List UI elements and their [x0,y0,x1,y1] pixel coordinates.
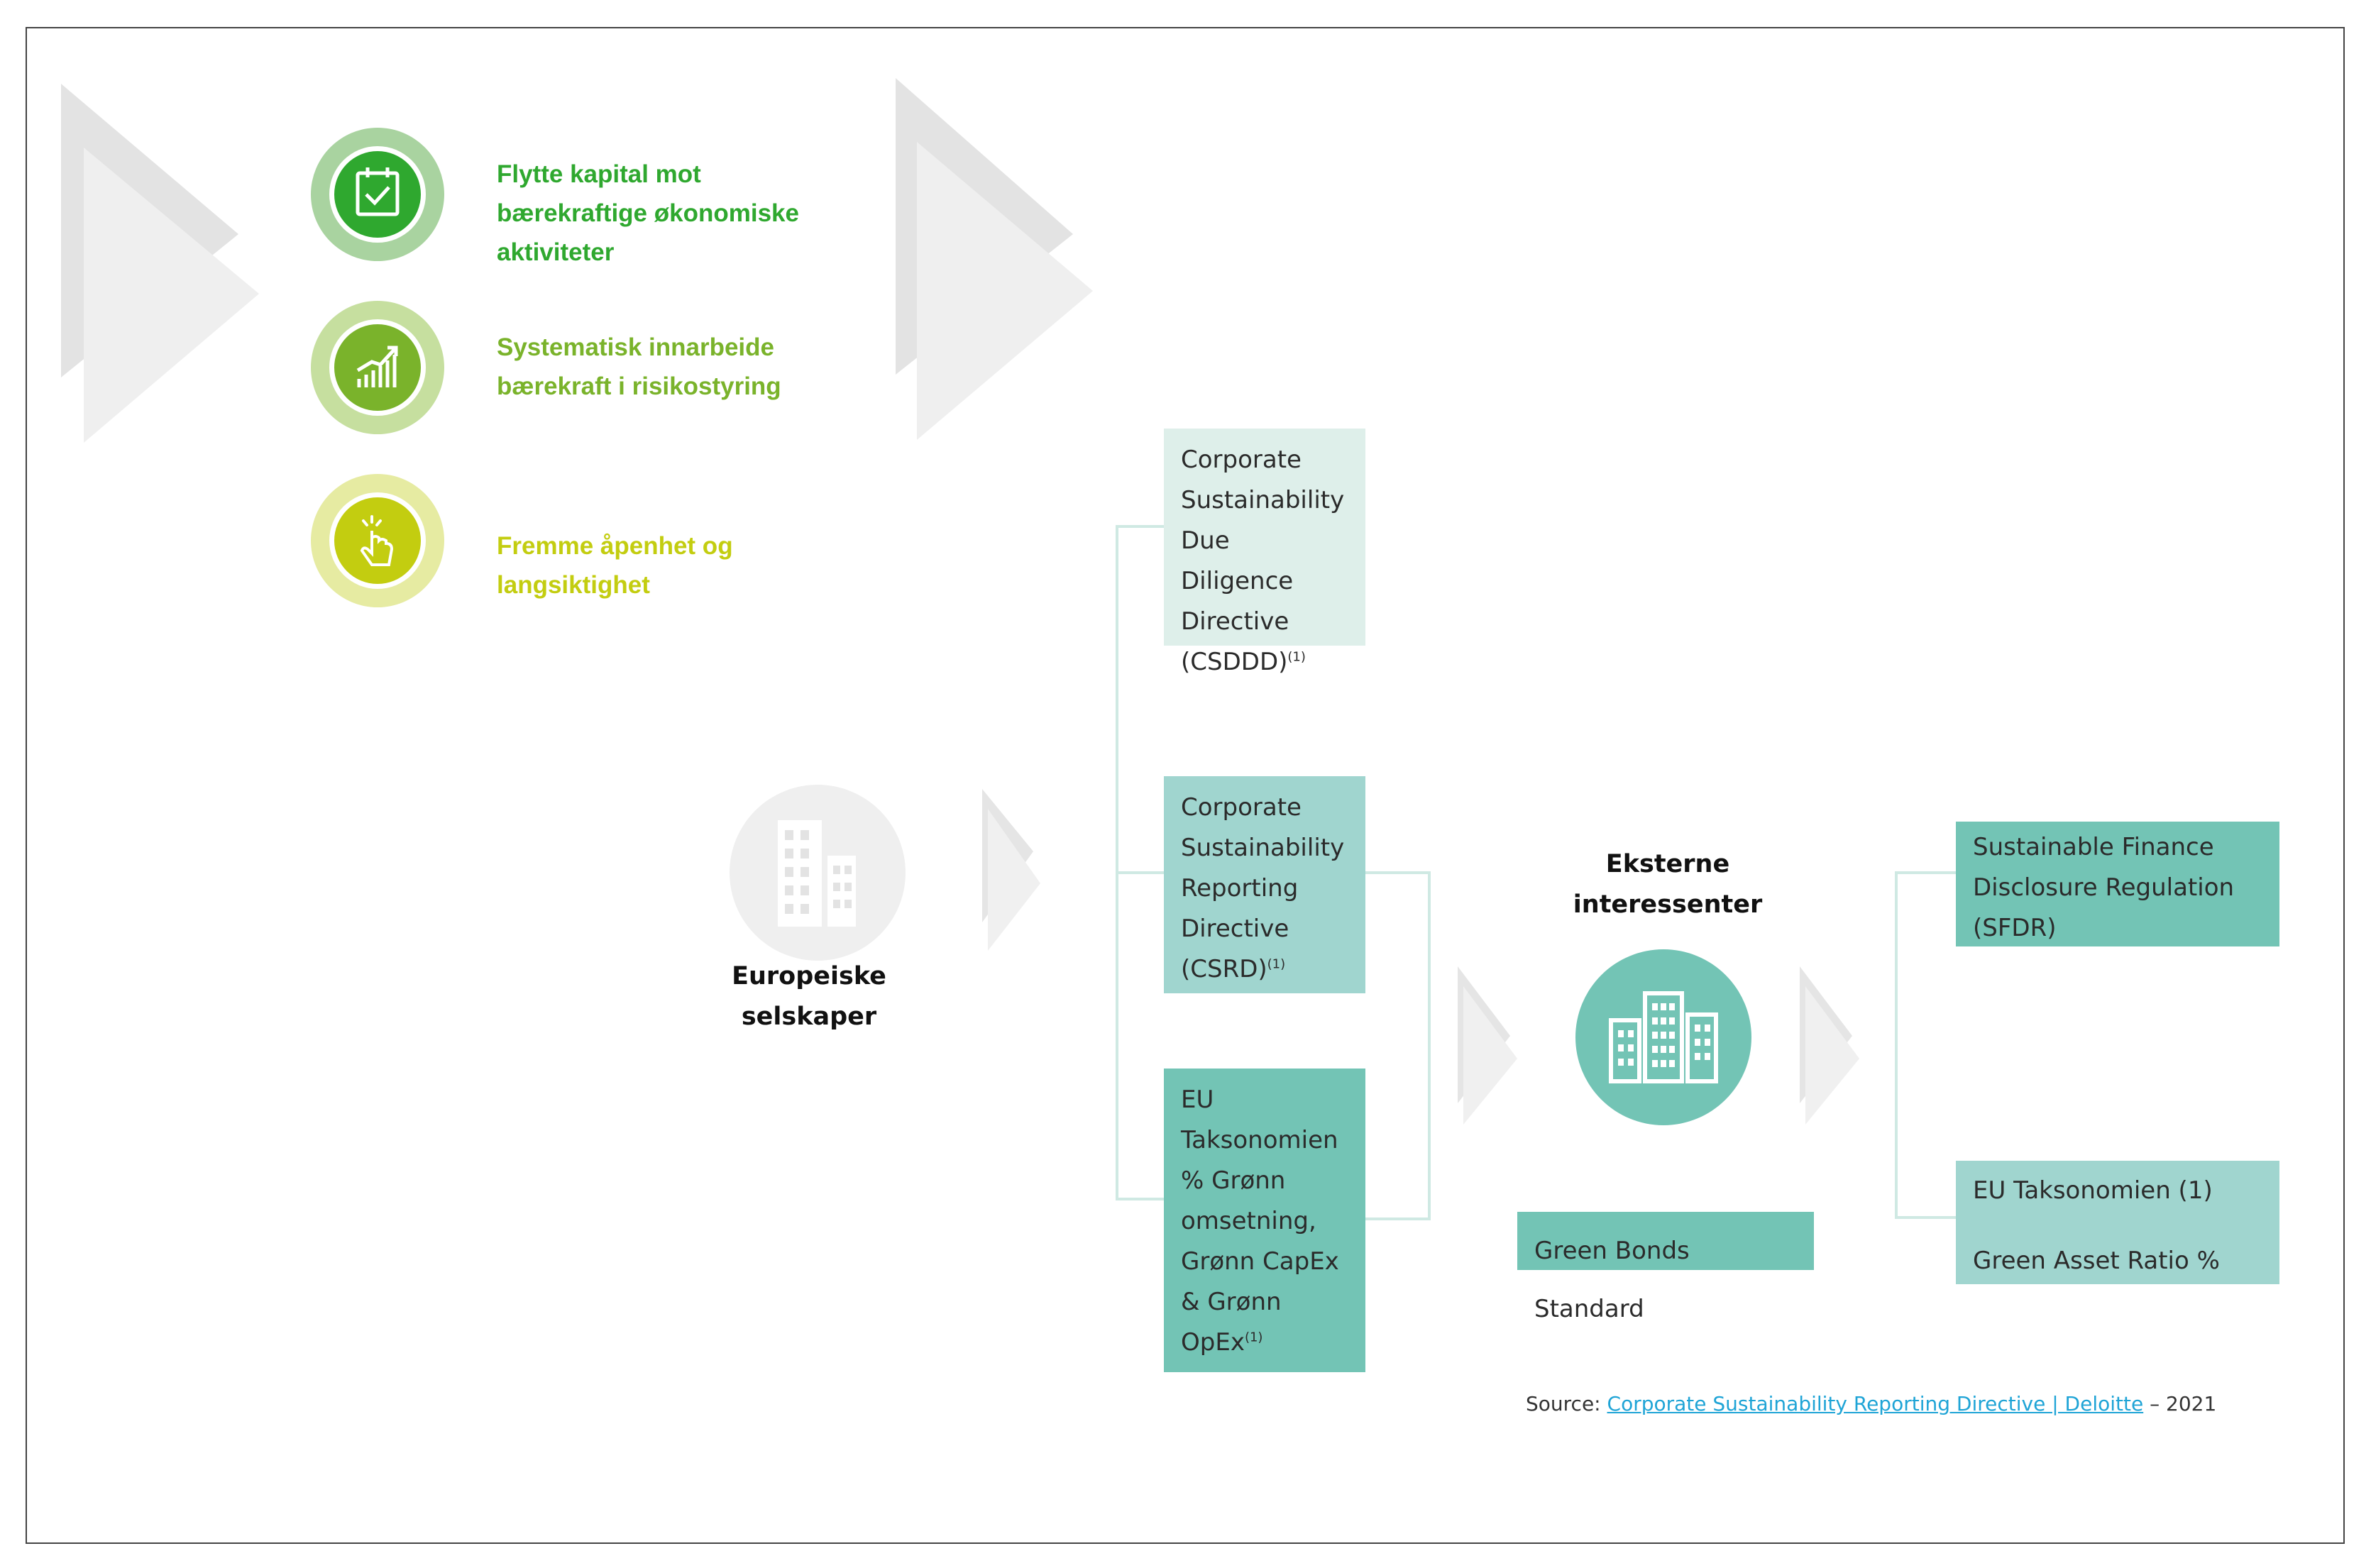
csrd-line: Sustainability [1181,834,1345,862]
footnote-marker: (1) [1267,956,1286,972]
large-chevron-front-2 [917,142,1093,440]
goal-text-transparency: Fremme åpenhet og langsiktighet [497,532,733,599]
csrd-line: Directive [1181,915,1289,943]
calendar-check-icon [311,128,444,261]
footnote-marker: (1) [1287,649,1306,665]
small-chevron-2b [1463,986,1517,1125]
csrd-line: Corporate [1181,793,1302,822]
csddd-abbr: (CSDDD) [1181,648,1288,676]
taxonomy-line: % Grønn [1181,1166,1286,1195]
source-prefix: Source: [1526,1392,1607,1415]
sfdr-line: (SFDR) [1973,914,2057,942]
green-asset-ratio-line: Green Asset Ratio % [1973,1247,2220,1275]
large-chevron-front-1 [84,148,259,443]
footnote-marker: (1) [1244,1330,1263,1345]
source-link[interactable]: Corporate Sustainability Reporting Direc… [1607,1392,2144,1415]
external-stakeholders-label: Eksterne interessenter [1573,850,1763,919]
sfdr-line: Disclosure Regulation [1973,873,2235,902]
taxonomy-line: & Grønn [1181,1288,1282,1316]
csddd-line: Sustainability [1181,486,1345,514]
small-chevron-1b [988,809,1040,951]
eu-taxonomy-right-line1: EU Taksonomien (1) [1973,1176,2213,1205]
taxonomy-line: EU [1181,1086,1214,1114]
taxonomy-opex: OpEx [1181,1328,1245,1357]
connector-left-bracket [1116,525,1164,1200]
csrd-abbr: (CSRD) [1181,955,1267,983]
growth-chart-icon [311,301,444,434]
csrd-box: Corporate Sustainability Reporting Direc… [1164,776,1365,993]
csddd-box: Corporate Sustainability Due Diligence D… [1164,429,1365,676]
building-icon-teal [1575,949,1751,1125]
goal-text-risk: Systematisk innarbeide bærekraft i risik… [497,333,781,400]
sfdr-box: Sustainable Finance Disclosure Regulatio… [1956,822,2279,946]
taxonomy-line: omsetning, [1181,1207,1316,1235]
source-note: Source: Corporate Sustainability Reporti… [1526,1392,2216,1415]
diagram-frame [26,27,2345,1544]
building-icon-grey [730,785,906,961]
goal-text-capital: Flytte kapital mot bærekraftige økonomis… [497,160,799,266]
green-bonds-box: Green Bonds Standard [1517,1212,1814,1323]
csddd-line: Due Diligence [1181,526,1294,595]
tap-hand-icon [311,474,444,607]
taxonomy-line: Taksonomien [1181,1126,1338,1154]
connector-mid-bracket [1365,871,1431,1220]
green-bonds-label: Green Bonds Standard [1534,1237,1690,1323]
taxonomy-line: Grønn CapEx [1181,1247,1339,1276]
eu-taxonomy-right-box: EU Taksonomien (1) Green Asset Ratio % [1956,1161,2279,1284]
european-companies-label: Europeiske selskaper [732,962,886,1031]
small-chevron-3b [1805,986,1859,1125]
connector-right-bracket [1895,871,1957,1219]
sfdr-line: Sustainable Finance [1973,833,2214,861]
csrd-line: Reporting [1181,874,1299,902]
csddd-line: Directive [1181,607,1289,636]
eu-taxonomy-box: EU Taksonomien % Grønn omsetning, Grønn … [1164,1069,1365,1372]
source-suffix: – 2021 [2143,1392,2217,1415]
csddd-line: Corporate [1181,446,1302,474]
